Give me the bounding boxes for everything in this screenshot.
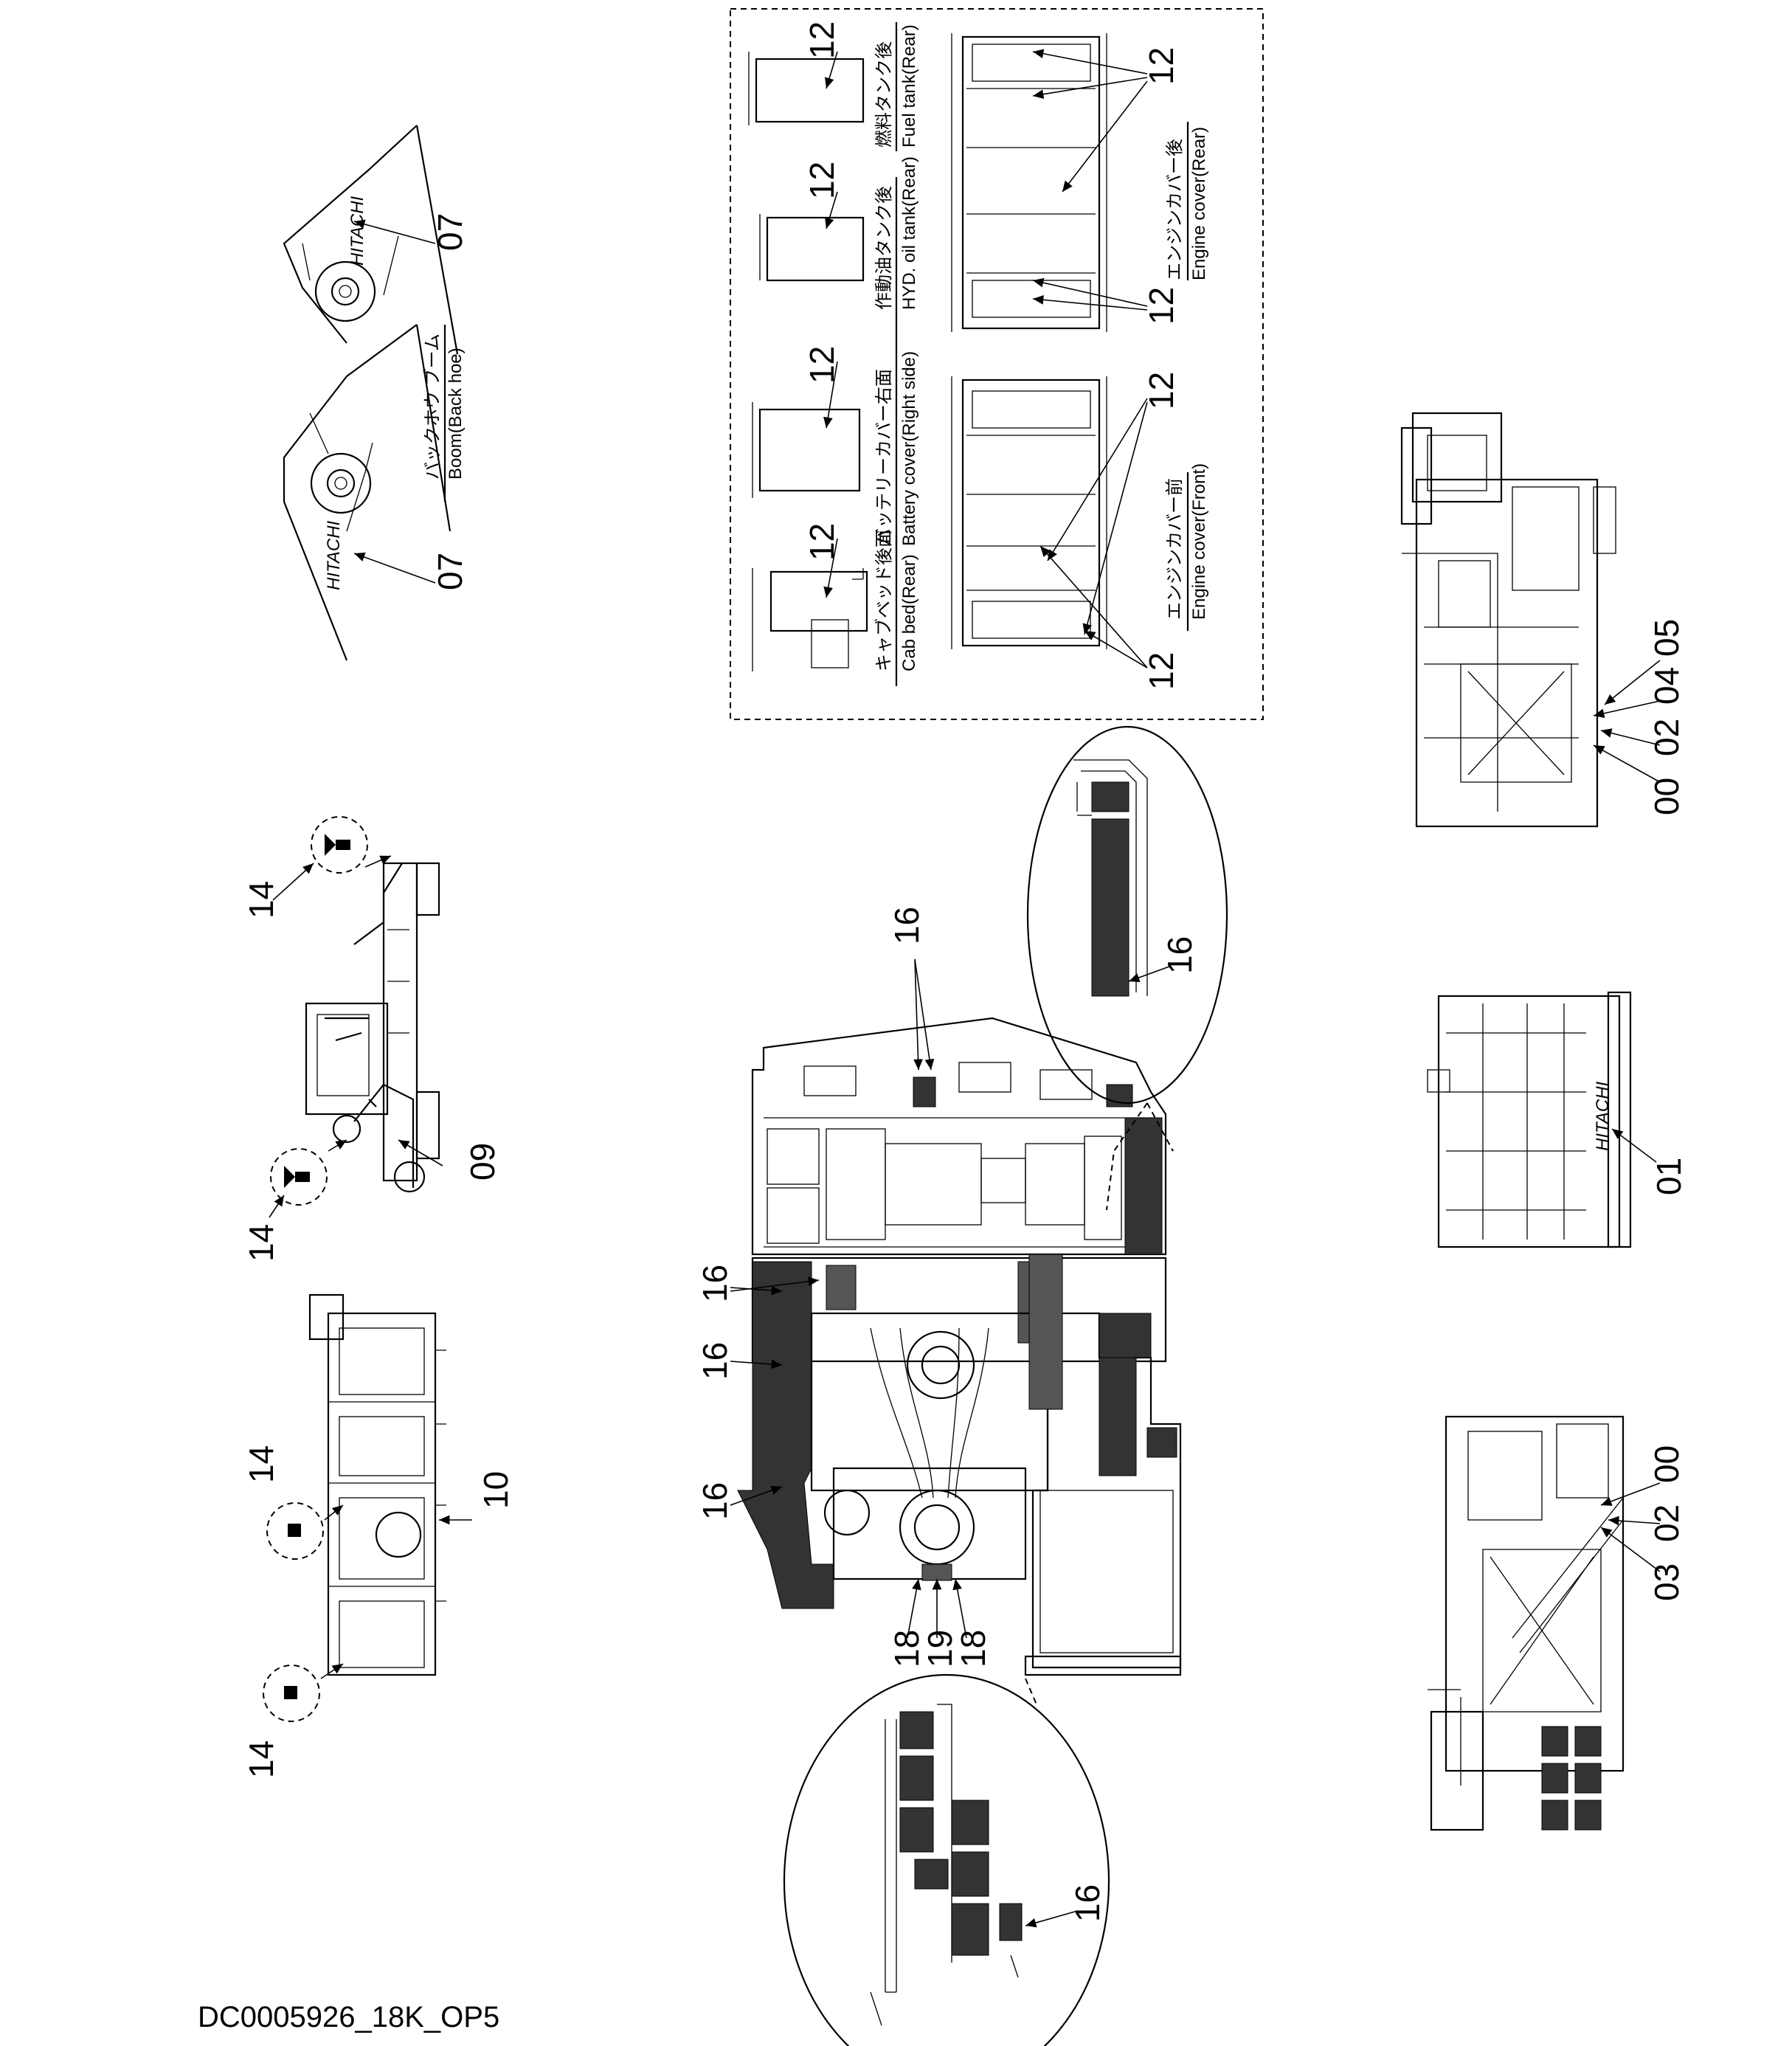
engine-front-label-12-b: 12 [1142, 652, 1180, 690]
boom-caption-en: Boom(Back hoe) [446, 348, 466, 480]
boom-label-07-right: 07 [431, 213, 469, 251]
hyd-tank-panel: 12 作動油タンク後 HYD. oil tank(Rear) [759, 156, 919, 317]
detail-bottom-label-16: 16 [1068, 1884, 1107, 1922]
rear-label-14-top: 14 [242, 1445, 280, 1483]
detail-ellipse-bottom: 16 [783, 1673, 1110, 2046]
engine-cover-rear: 12 12 エンジンカバー後 Engine cover(Rear) [951, 33, 1209, 332]
main-top-view: 16 16 16 16 18 19 18 [696, 907, 1182, 1676]
rear-label-10: 10 [477, 1471, 515, 1509]
engine-front-label-12-a: 12 [1142, 372, 1180, 409]
boom-label-07-left: 07 [431, 553, 469, 590]
front-side-label-03: 03 [1647, 1563, 1686, 1601]
hyd-tank-caption-en: HYD. oil tank(Rear) [899, 156, 919, 310]
covers-box: 12 キャブベッド後面 Cab bed(Rear) 12 バッテリーカバー右面 … [730, 8, 1264, 720]
boom-caption-jp: バックホウ ブーム [423, 333, 443, 480]
engine-rear-label-12-b: 12 [1142, 287, 1180, 325]
front-attachment-side-view: 14 14 09 [242, 816, 502, 1262]
fuel-tank-caption-en: Fuel tank(Rear) [899, 24, 919, 148]
rear-side-label-00: 00 [1647, 778, 1686, 815]
side-view-rear: 05 04 02 00 [1400, 412, 1686, 828]
document-id: DC0005926_18K_OP5 [198, 2001, 499, 2033]
rear-frame-view: 14 14 10 [242, 1293, 515, 1778]
front-side-label-02: 02 [1647, 1504, 1686, 1542]
top-label-16-c: 16 [696, 1482, 734, 1520]
top-label-16-a: 16 [696, 1265, 734, 1302]
boom-left-view: HITACHI 07 [283, 324, 469, 661]
rear-side-label-02: 02 [1647, 719, 1686, 756]
battery-caption-jp: バッテリーカバー右面 [874, 369, 894, 546]
top-label-18-left: 18 [888, 1630, 926, 1667]
cab-bed-rear-panel: 12 キャブベッド後面 Cab bed(Rear) [752, 523, 919, 686]
side-label-14-top: 14 [242, 881, 280, 919]
detail-top-label-16: 16 [1160, 936, 1199, 974]
middle-side-brand: HITACHI [1593, 1081, 1613, 1151]
rear-label-14-bottom: 14 [242, 1741, 280, 1778]
grating-16-top [913, 1076, 1133, 1107]
fuel-tank-caption-jp: 燃料タンク後 [874, 41, 894, 148]
engine-cover-front: 12 12 エンジンカバー前 Engine cover(Front) [951, 372, 1209, 690]
cab-bed-label-12: 12 [803, 523, 841, 561]
boom-right-view: HITACHI 07 [283, 125, 469, 355]
boom-view-group: HITACHI 07 HITACHI 07 バックホウ ブーム Boom(Bac… [283, 125, 469, 661]
rear-side-label-05: 05 [1647, 619, 1686, 657]
hyd-tank-caption-jp: 作動油タンク後 [874, 186, 894, 310]
cab-bed-caption-jp: キャブベッド後面 [874, 530, 894, 671]
rear-side-label-04: 04 [1647, 667, 1686, 705]
battery-cover-panel: 12 バッテリーカバー右面 Battery cover(Right side) [752, 317, 919, 561]
engine-rear-caption-jp: エンジンカバー後 [1165, 139, 1185, 280]
middle-side-label-01: 01 [1650, 1158, 1688, 1195]
top-label-19: 19 [921, 1630, 959, 1667]
side-label-09: 09 [463, 1143, 502, 1181]
side-label-14-bottom: 14 [242, 1224, 280, 1262]
boom-left-brand: HITACHI [324, 520, 344, 590]
side-view-middle: HITACHI 01 [1427, 991, 1688, 1248]
grating-right-column [1124, 1117, 1163, 1255]
engine-rear-caption-en: Engine cover(Rear) [1189, 127, 1209, 280]
detail-ellipse-top: 16 [1026, 725, 1228, 1211]
side-view-front: 00 02 03 [1428, 1415, 1686, 1831]
engine-front-caption-en: Engine cover(Front) [1189, 463, 1209, 620]
boom-right-brand: HITACHI [347, 196, 367, 266]
top-label-16-b: 16 [696, 1342, 734, 1380]
top-label-18-right: 18 [954, 1630, 992, 1667]
battery-label-12: 12 [803, 346, 841, 384]
fuel-tank-panel: 12 燃料タンク後 Fuel tank(Rear) [748, 21, 919, 151]
hyd-tank-label-12: 12 [803, 162, 841, 199]
engine-front-caption-jp: エンジンカバー前 [1165, 478, 1185, 620]
battery-caption-en: Battery cover(Right side) [899, 351, 919, 546]
front-side-label-00: 00 [1647, 1445, 1686, 1483]
engine-rear-label-12-a: 12 [1142, 47, 1180, 85]
fuel-tank-label-12: 12 [803, 21, 841, 59]
cab-bed-caption-en: Cab bed(Rear) [899, 554, 919, 671]
top-label-16-top: 16 [888, 907, 926, 944]
